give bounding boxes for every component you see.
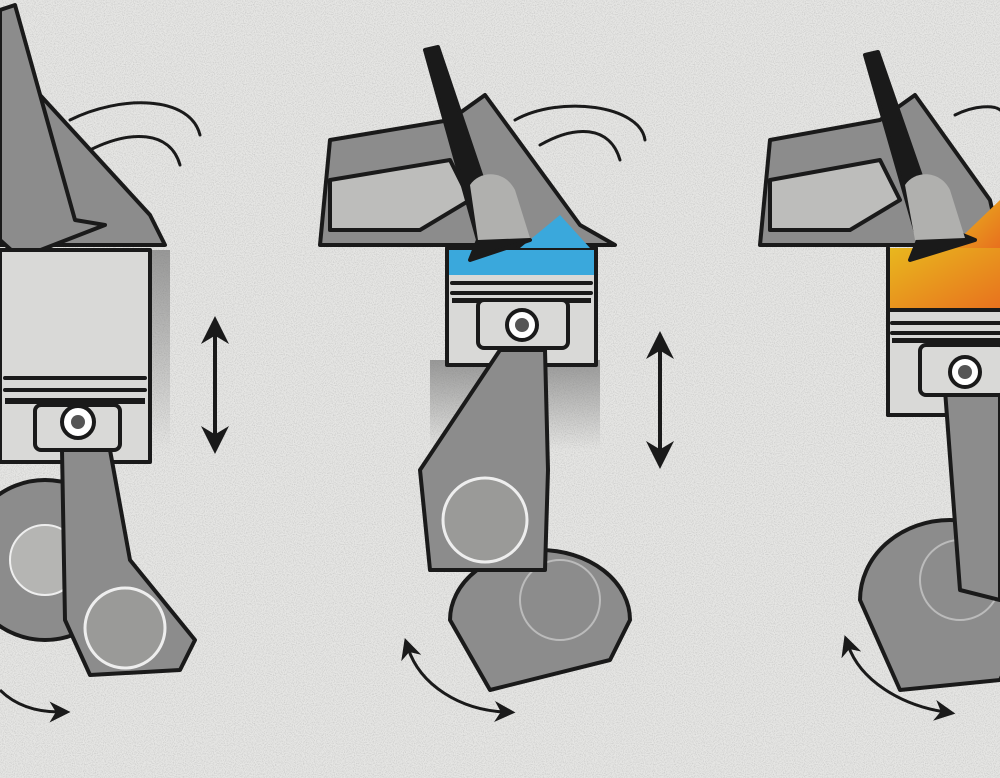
intake-stroke-unit bbox=[0, 3, 229, 723]
power-stroke-unit bbox=[758, 50, 1000, 721]
compression-stroke-unit bbox=[318, 45, 674, 723]
crank-rotation-arrow-icon bbox=[841, 635, 956, 721]
crank-rotation-arrow-icon bbox=[401, 638, 516, 723]
crank-rotation-arrow-icon bbox=[0, 688, 71, 723]
